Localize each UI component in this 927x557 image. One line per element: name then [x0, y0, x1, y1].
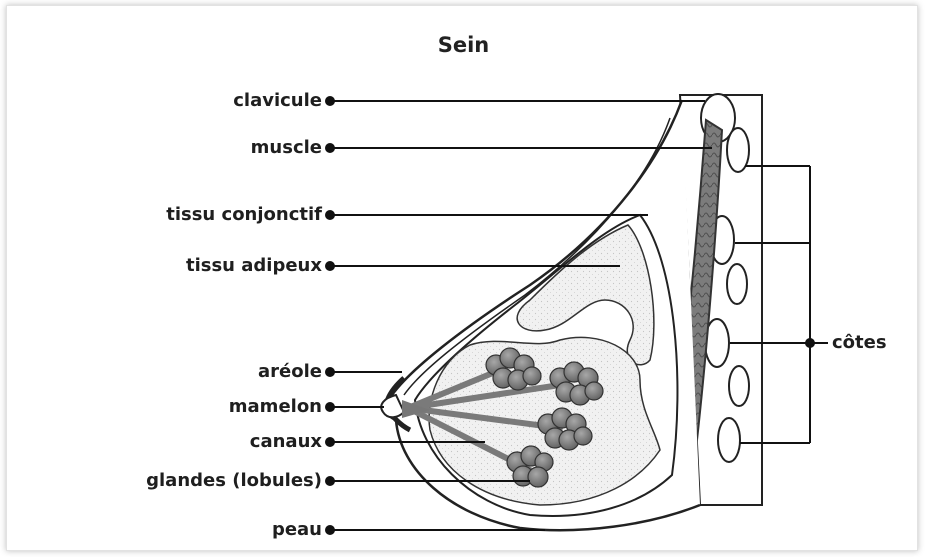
- breast-anatomy-illustration: [0, 0, 927, 557]
